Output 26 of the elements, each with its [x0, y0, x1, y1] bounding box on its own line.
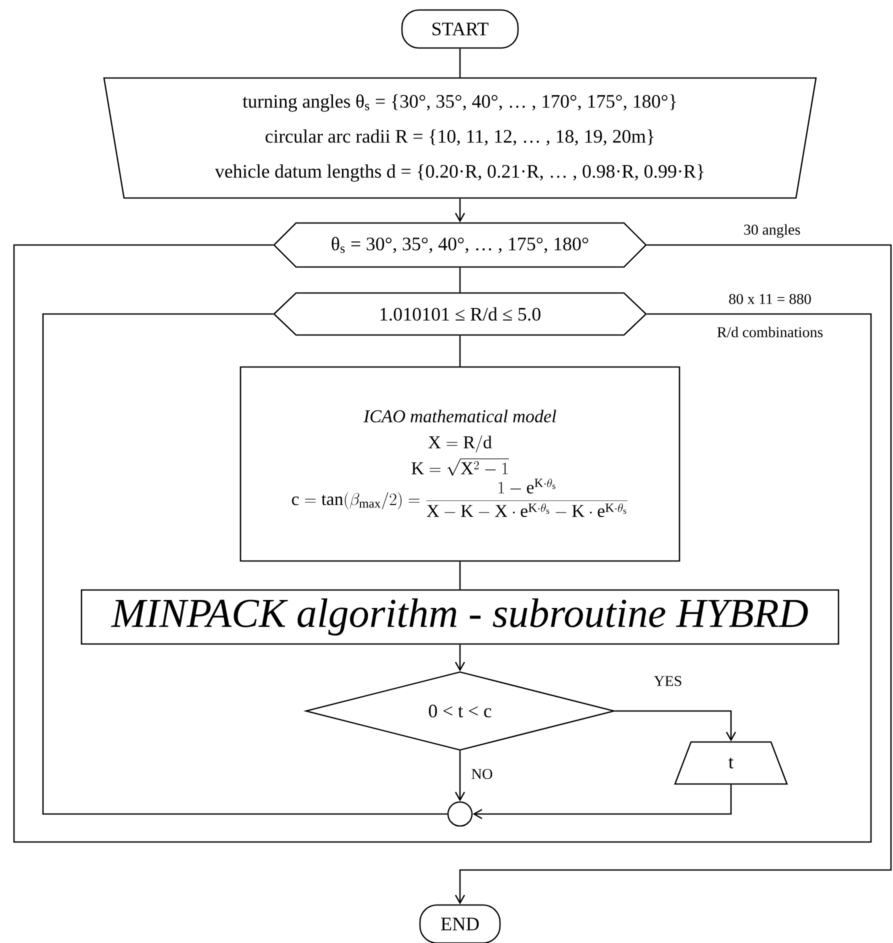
- connector-circle: [447, 801, 473, 827]
- loop-hexagon: 1.010101 ≤ R/d ≤ 5.0: [273, 292, 647, 336]
- connector-line: [459, 336, 461, 366]
- input-box: turning angles θ$_{s}$ = {30°, 35°, 40°, … , 170°, 175°, 180°} circular arc radii R = {10, 11, 12, … , 18, 19, 20m} vehicle datum lengths d = {0.20·R, 0.21·R, … , 0.98·R, 0.99·R}: [103, 77, 817, 199]
- connector-line: [42, 313, 448, 815]
- edge-label: YES: [652, 674, 684, 688]
- loop-hexagon: θ$_{s}$ = 30°, 35°, 40°, … , 175°, 180°: [273, 222, 647, 268]
- loop-count-label: R/d combinations: [717, 326, 823, 338]
- terminal-box: START: [401, 9, 519, 49]
- connector-line: [459, 48, 461, 78]
- loop-count-label: 30 angles: [744, 224, 800, 238]
- arrow: [454, 244, 892, 904]
- arrow: [614, 710, 736, 742]
- edge-label: NO: [470, 768, 494, 780]
- loop-count-label: 80 x 11 = 880: [729, 294, 811, 304]
- arrow: [472, 784, 732, 820]
- terminal-box: END: [419, 904, 501, 943]
- connector-line: [13, 244, 872, 843]
- process-box: ICAO mathematical model $\mathrm{X = R/d}$ $\mathrm{K} = \sqrt{\mathrm{X}^2 - 1}$ $\mathrm{c} = \tan(\beta_{\max}/2) = \frac{1 - \mathrm{e}^{\mathrm{K}\cdot\theta_\mathrm{s}}}{\mathrm{X} - \mathrm{K} - \mathrm{X}\cdot\mathrm{e}^{\mathrm{K}\cdot\theta_\mathrm{s}} - \mathrm{K}\cdot\mathrm{e}^{\mathrm{K}\cdot\theta_\mathrm{s}}}$: [240, 366, 680, 562]
- arrow: [454, 644, 466, 672]
- arrow: [454, 198, 466, 222]
- process-box: MINPACK algorithm - subroutine HYBRD: [80, 589, 840, 645]
- output-box: t: [674, 741, 788, 785]
- connector-line: [459, 268, 461, 292]
- arrow: [454, 750, 466, 802]
- connector-line: [459, 562, 461, 590]
